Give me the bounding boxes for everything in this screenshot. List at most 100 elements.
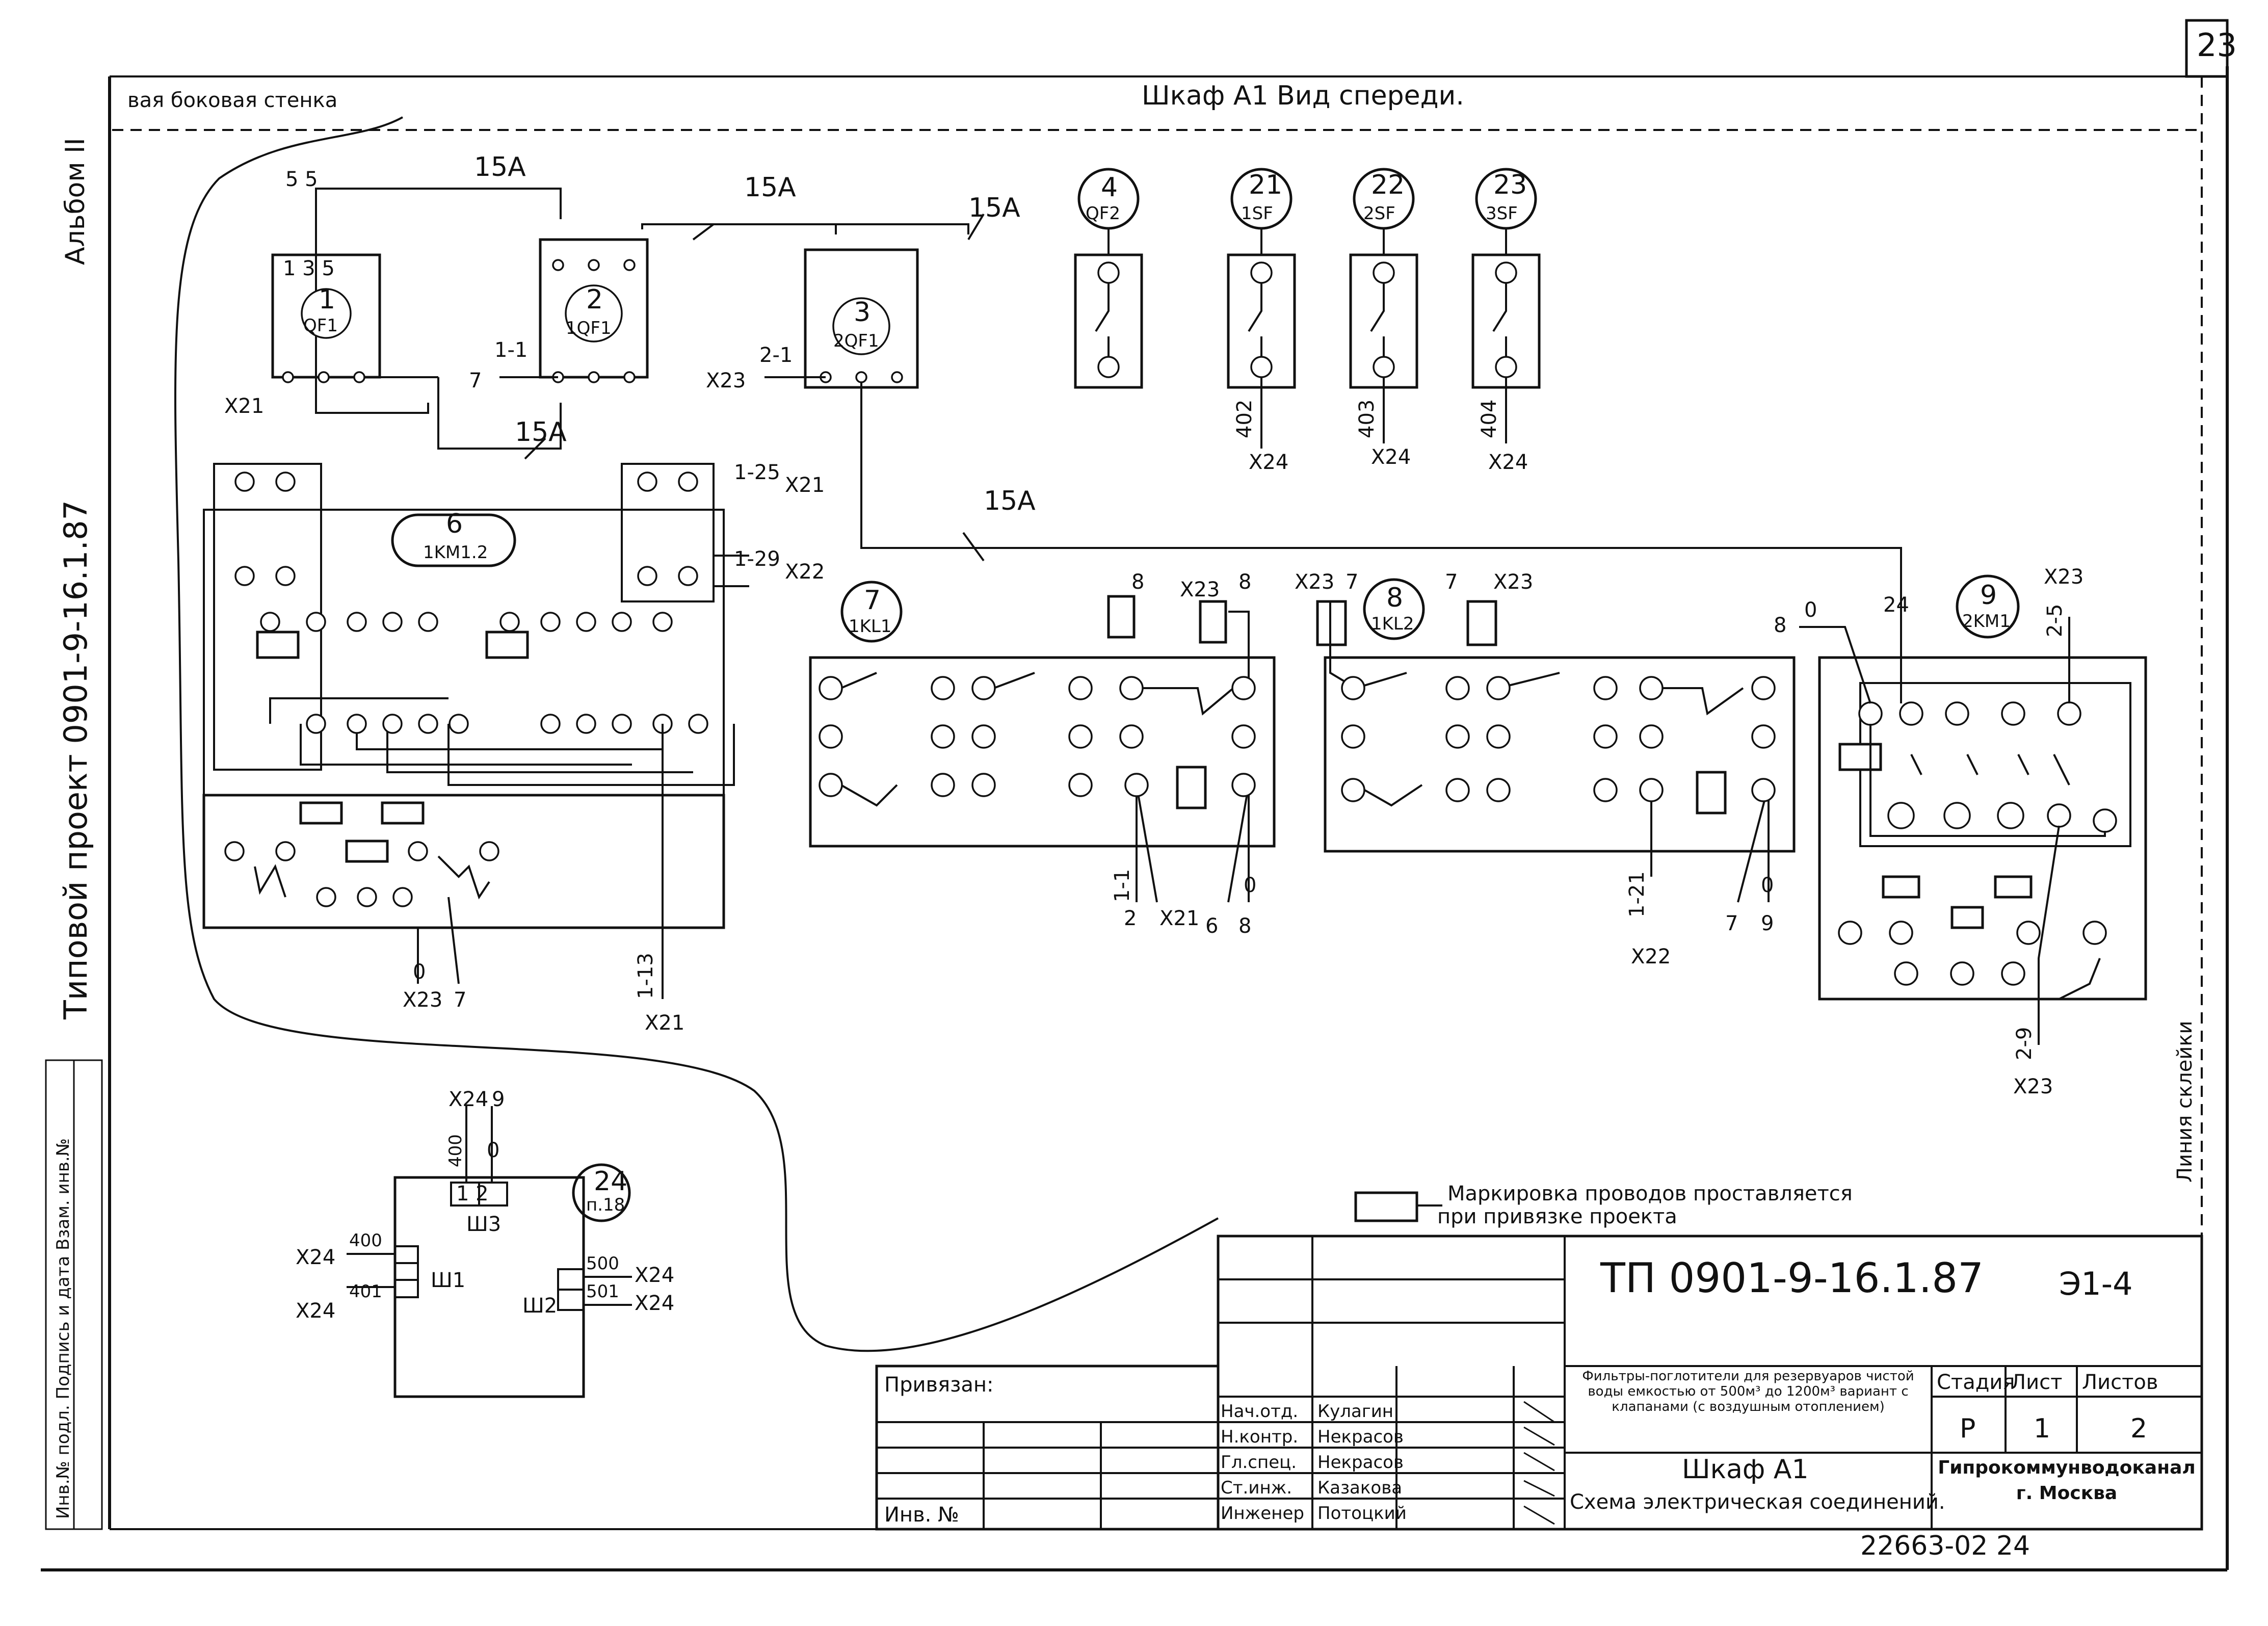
wire-0-c: 0 <box>1761 874 1774 897</box>
role-3: Гл.спец. <box>1221 1452 1297 1473</box>
qf1-num: 1 <box>319 284 335 315</box>
wire-15a-2: 15А <box>744 172 796 203</box>
wire-1-21: 1-21 <box>1625 871 1649 917</box>
1kl2-terminals <box>1341 676 1776 802</box>
wire-15a-5: 15А <box>984 486 1036 516</box>
wire-500: 500 <box>586 1253 619 1274</box>
x23-label-d: X23 <box>1295 570 1334 594</box>
breaker-3sf <box>1471 168 1541 443</box>
wire-7-c: 7 <box>1346 570 1358 594</box>
wire-8-b: 8 <box>1238 570 1251 594</box>
note-line-2: при привязке проекта <box>1437 1205 1677 1228</box>
role-1: Нач.отд. <box>1221 1401 1298 1422</box>
inv-label: Инв. № <box>884 1503 959 1527</box>
x23-label-c: X23 <box>1180 578 1220 601</box>
breaker-qf2 <box>1074 168 1143 389</box>
x22-label-a: X22 <box>785 560 825 584</box>
breaker-1sf <box>1227 168 1296 449</box>
sheets-value: 2 <box>2130 1413 2147 1444</box>
header-title: Шкаф А1 Вид спереди. <box>1142 81 1464 111</box>
name-3: Некрасов <box>1317 1452 1404 1473</box>
wire-2-9: 2-9 <box>2013 1027 2036 1060</box>
wire-0-e: 0 <box>487 1139 499 1162</box>
connector-x24 <box>347 1106 632 1398</box>
contactor-2km1 <box>1799 617 2147 1045</box>
1kl1-terminals <box>819 676 1256 797</box>
wire-24: 24 <box>1883 593 1909 617</box>
3sf-num: 23 <box>1493 170 1527 200</box>
relay-1kl1 <box>809 595 1276 903</box>
1kl1-num: 7 <box>864 585 881 616</box>
wire-8-c: 8 <box>1238 914 1251 938</box>
wire-1-25: 1-25 <box>734 461 780 484</box>
km6-num: 6 <box>446 509 463 539</box>
description-box: Фильтры-поглотители для резервуаров чист… <box>1582 1369 1914 1414</box>
wire-9-b: 9 <box>492 1088 505 1111</box>
wire-8-a: 8 <box>1131 570 1144 594</box>
2sf-num: 22 <box>1371 170 1405 200</box>
wire-0-d: 0 <box>1804 598 1817 622</box>
wire-1-1-a: 1-1 <box>494 338 528 362</box>
note-marker-box <box>1354 1191 1418 1222</box>
drawing-title-1: Шкаф А1 <box>1682 1454 1809 1485</box>
project-code: ТП 0901-9-16.1.87 <box>1600 1254 1984 1302</box>
wire-0-a: 0 <box>413 960 426 984</box>
1kl1-badge <box>840 581 903 643</box>
x23-label-g: X23 <box>2013 1075 2053 1098</box>
breaker-qf1 <box>271 253 439 413</box>
role-4: Ст.инж. <box>1221 1478 1292 1498</box>
x24-label-c: X24 <box>1488 451 1528 474</box>
qf1-terminals: 1 3 5 <box>283 257 335 280</box>
km6-code: 1KM1.2 <box>423 542 488 563</box>
2km1-code: 2KM1 <box>1962 611 2011 632</box>
1kl2-code: 1KL2 <box>1371 614 1414 634</box>
wire-501: 501 <box>586 1281 619 1302</box>
wire-15a-1: 15А <box>474 152 526 182</box>
1sf-num: 21 <box>1249 170 1282 200</box>
stamp-text: Инв.№ подл. Подпись и дата Взам. инв.№ <box>53 1138 73 1519</box>
wire-402: 402 <box>1233 400 1256 438</box>
name-4: Казакова <box>1317 1478 1402 1498</box>
wire-1-29: 1-29 <box>734 547 780 571</box>
2qf1-code: 2QF1 <box>833 331 879 351</box>
title-block-grid <box>875 1235 2203 1531</box>
glue-line-label: Линия склейки <box>2173 1021 2197 1183</box>
2sf-code: 2SF <box>1363 203 1395 224</box>
stage-label: Стадия <box>1937 1371 2015 1394</box>
wire-6: 6 <box>1205 914 1218 938</box>
1kl2-num: 8 <box>1386 583 1403 613</box>
archive-number: 22663-02 24 <box>1860 1531 2030 1561</box>
album-label: Альбом II <box>60 138 91 265</box>
name-1: Кулагин <box>1317 1401 1393 1422</box>
tied-label: Привязан: <box>884 1373 994 1397</box>
sheet-value: 1 <box>2034 1413 2050 1444</box>
2qf1-num: 3 <box>854 297 871 328</box>
x23-label-f: X23 <box>2044 565 2084 589</box>
x24-badge-code: п.18 <box>586 1195 625 1215</box>
2km1-badge <box>1956 574 2020 639</box>
drawing-title-2: Схема электрическая соединений. <box>1570 1490 1945 1514</box>
x23-label-b: X23 <box>403 988 442 1012</box>
1kl1-code: 1KL1 <box>849 616 892 637</box>
x21-label-d: X21 <box>1159 907 1199 930</box>
x24-label-b: X24 <box>1371 445 1411 469</box>
2km1-num: 9 <box>1980 580 1997 611</box>
qf2-code: QF2 <box>1086 203 1120 224</box>
1sf-code: 1SF <box>1241 203 1273 224</box>
x24-label-a: X24 <box>1249 451 1288 474</box>
x24-label-e: X24 <box>296 1246 335 1269</box>
x24-label-f: X24 <box>296 1299 335 1323</box>
x23-label-e: X23 <box>1493 570 1533 594</box>
note-line-1: Маркировка проводов проставляется <box>1447 1182 1853 1205</box>
x21-label-c: X21 <box>645 1011 684 1035</box>
wire-9-a: 9 <box>1761 912 1774 935</box>
1kl2-badge <box>1363 578 1425 640</box>
sh2-label: Ш2 <box>522 1294 557 1318</box>
sheet-label: Лист <box>2011 1371 2062 1394</box>
description-text: Фильтры-поглотители для резервуаров чист… <box>1582 1369 1914 1414</box>
wire-7-d: 7 <box>1445 570 1458 594</box>
header-left-text: вая боковая стенка <box>127 89 337 112</box>
wire-2-1: 2-1 <box>759 344 793 367</box>
wire-400: 400 <box>349 1230 382 1251</box>
